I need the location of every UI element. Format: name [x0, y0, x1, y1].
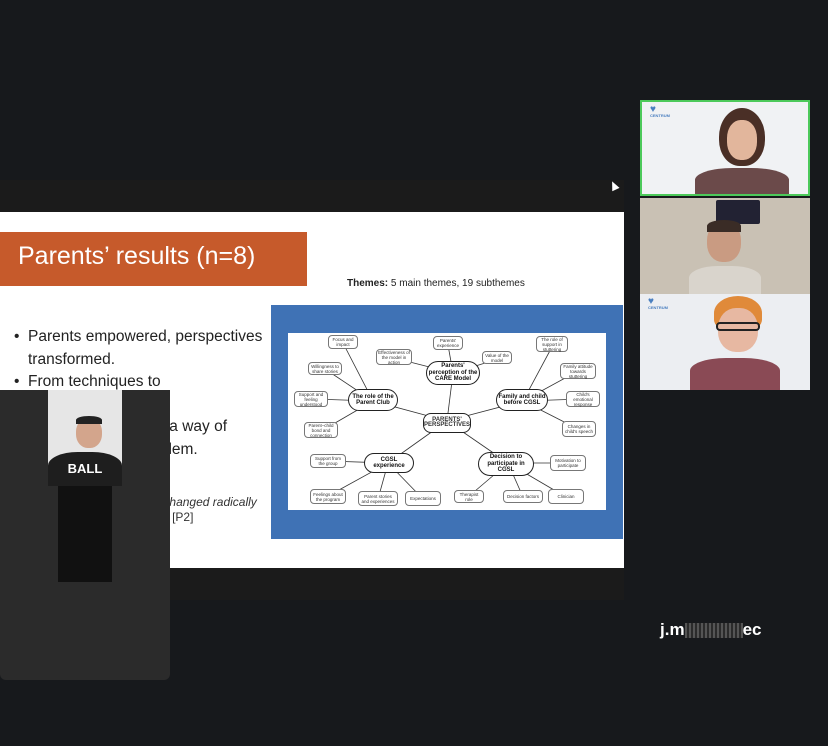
participant-video: BALL: [48, 390, 122, 582]
name-suffix: ec: [742, 620, 762, 639]
diagram-subtheme: Parent stories and experiences: [358, 491, 398, 506]
diagram-center-node: PARENTS' PERSPECTIVES: [423, 413, 471, 433]
centrum-logo: ♥CENTRUM: [650, 105, 670, 118]
logo-text: CENTRUM: [648, 304, 668, 310]
participant-tile[interactable]: [640, 198, 810, 294]
diagram-subtheme: Expectations: [405, 491, 441, 506]
diagram-subtheme: Willingness to share stories: [308, 362, 342, 375]
participant-tile[interactable]: ♥CENTRUM: [640, 294, 810, 390]
heart-icon: ♥: [648, 296, 654, 307]
diagram-subtheme: Parent–child bond and connection: [304, 422, 338, 438]
bullet-item: Parents empowered, perspectives transfor…: [12, 326, 267, 371]
slide-title: Parents’ results (n=8): [18, 242, 256, 270]
heart-icon: ♥: [650, 104, 656, 115]
diagram-subtheme: Feelings about the program: [310, 489, 346, 504]
name-prefix: j.m: [660, 620, 685, 639]
diagram-main-theme: Decision to participate in CGSL: [478, 452, 534, 476]
slide-title-bar: [0, 232, 307, 286]
quote-reference: [P2]: [172, 510, 194, 524]
diagram-subtheme: The role of support in stuttering: [536, 336, 568, 352]
diagram-subtheme: Family attitude towards stuttering: [560, 363, 596, 379]
diagram-subtheme: Effectiveness of the model in action: [376, 349, 412, 365]
participant-video: [680, 294, 790, 390]
participant-video: [687, 104, 797, 194]
logo-text: CENTRUM: [650, 112, 670, 118]
diagram-subtheme: Value of the model: [482, 351, 512, 364]
themes-label: Themes:: [347, 278, 389, 289]
diagram-subtheme: Therapist role: [454, 490, 484, 503]
participant-tile-active[interactable]: ♥CENTRUM: [640, 100, 810, 196]
themes-text: 5 main themes, 19 subthemes: [390, 278, 525, 289]
diagram-subtheme: Support from the group: [310, 454, 346, 468]
diagram-subtheme: Changes in child's speech: [562, 421, 596, 437]
diagram-subtheme: Child's emotional response: [566, 391, 600, 407]
diagram-subtheme: Motivation to participate: [550, 455, 586, 471]
diagram-subtheme: Parents' experience: [433, 336, 463, 350]
redacted-name-mask: [684, 623, 743, 639]
diagram-main-theme: The role of the Parent Club: [348, 389, 398, 411]
participant-video: [685, 220, 765, 294]
diagram-main-theme: CGSL experience: [364, 453, 414, 473]
bullet-list: Parents empowered, perspectives transfor…: [12, 326, 267, 461]
participant-name-label: j.m ec: [660, 620, 810, 640]
thematic-map-diagram: PARENTS' PERSPECTIVES Parents' perceptio…: [288, 333, 606, 510]
diagram-main-theme: Parents' perception of the CARE Model: [426, 361, 480, 385]
participant-tile-named[interactable]: BALL: [0, 390, 170, 680]
diagram-subtheme: Support and feeling understood: [294, 391, 328, 407]
diagram-subtheme: Focus and impact: [328, 335, 358, 349]
diagram-subtheme: Decision factors: [503, 490, 543, 503]
centrum-logo: ♥CENTRUM: [648, 297, 668, 310]
diagram-subtheme: Clinician: [548, 489, 584, 504]
themes-caption: Themes: 5 main themes, 19 subthemes: [347, 278, 525, 289]
diagram-main-theme: Family and child before CGSL: [496, 389, 548, 411]
